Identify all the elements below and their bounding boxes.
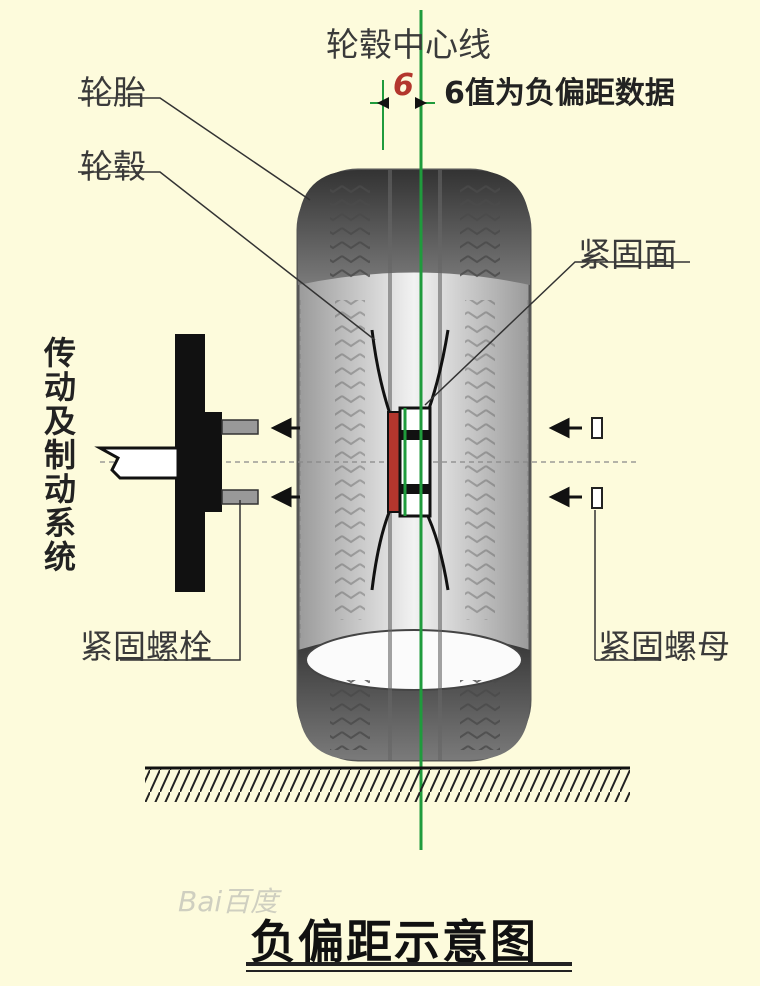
ground (145, 766, 630, 802)
mounting-face-label: 紧固面 (578, 235, 677, 274)
drive-brake-char: 传 (44, 334, 77, 372)
bolt-label: 紧固螺栓 (80, 627, 212, 666)
drive-brake-label: 传 动 及 制 动 系 统 (44, 336, 76, 574)
nuts (591, 417, 603, 509)
drive-brake-char: 制 (44, 436, 77, 474)
leader-lines (78, 97, 690, 661)
centerline-label: 轮毂中心线 (326, 25, 491, 64)
offset-symbol: 6 (393, 68, 414, 103)
tire-label: 轮胎 (80, 73, 146, 112)
watermark: Bai百度 (178, 885, 279, 918)
nut-label: 紧固螺母 (598, 627, 730, 666)
hub-label: 轮毂 (80, 147, 146, 186)
title-underline (246, 962, 572, 966)
drive-brake-char: 统 (44, 538, 77, 576)
drive-brake-char: 动 (44, 368, 77, 406)
arrows (270, 417, 582, 508)
drive-brake-assembly (94, 334, 259, 592)
drive-brake-char: 及 (44, 402, 77, 440)
diagram-title: 负偏距示意图 (250, 915, 538, 969)
drive-brake-char: 动 (44, 470, 77, 508)
tire (296, 168, 532, 762)
offset-note: 6值为负偏距数据 (444, 76, 675, 111)
drive-brake-char: 系 (44, 504, 77, 542)
title-underline-thin (246, 970, 572, 972)
